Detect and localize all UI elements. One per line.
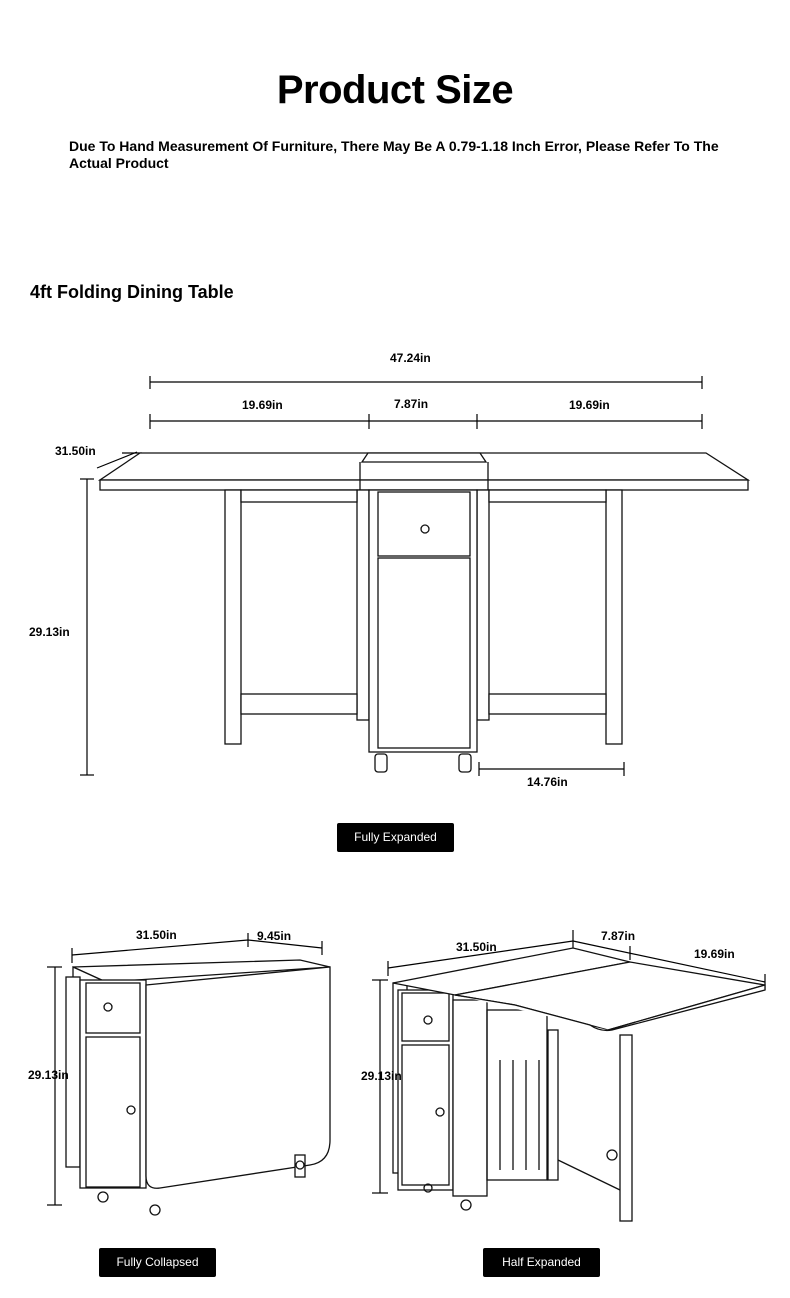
dim-total-width: 47.24in [390,351,431,365]
collapsed-dimension-lines [47,933,323,1206]
half-dim-leaf: 19.69in [694,947,735,961]
half-dim-height: 29.13in [361,1069,402,1083]
collapsed-dim-depth: 31.50in [136,928,177,942]
table-expanded [97,452,751,773]
half-dimension-lines [372,930,766,1194]
label-half-expanded: Half Expanded [483,1248,600,1277]
dim-leg-span: 14.76in [527,775,568,789]
dim-right-leaf: 19.69in [569,398,610,412]
dim-left-leaf: 19.69in [242,398,283,412]
dimension-lines [80,376,703,776]
label-fully-expanded: Fully Expanded [337,823,454,852]
dim-center: 7.87in [394,397,429,411]
half-dim-center: 7.87in [601,929,636,943]
label-fully-collapsed: Fully Collapsed [99,1248,216,1277]
table-half-expanded [392,947,766,1222]
collapsed-dim-width: 9.45in [257,929,292,943]
table-collapsed [65,959,331,1216]
measurement-note: Due To Hand Measurement Of Furniture, Th… [69,138,719,171]
page-title: Product Size [276,68,514,112]
half-dim-depth: 31.50in [456,940,497,954]
dim-height: 29.13in [29,625,70,639]
product-name: 4ft Folding Dining Table [30,282,234,302]
collapsed-dim-height: 29.13in [28,1068,69,1082]
dim-depth: 31.50in [55,444,96,458]
fully-expanded-drawing [80,376,751,776]
